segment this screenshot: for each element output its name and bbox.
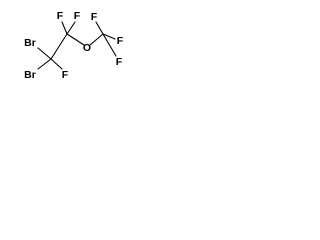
atom-f-top-left: F [57,10,64,22]
bond-c1-br-lower [37,58,52,70]
atom-f-lower: F [62,69,69,81]
bond-c1-br-upper [37,47,52,60]
bond-o-c3 [89,33,104,46]
bond-c3-f-bottom [102,33,117,57]
bond-c2-o [66,33,85,46]
bond-c1-c2 [50,33,68,60]
bond-c3-f-top [95,21,104,35]
atom-f-top-right: F [74,10,81,22]
atom-br-upper: Br [24,37,36,49]
atom-br-lower: Br [24,69,36,81]
atom-f-cf3-bottom: F [116,56,123,68]
structure-diagram: F F O F F F Br Br F [24,10,124,81]
atom-o-ether: O [83,42,91,54]
bond-c1-f-lower [50,58,63,70]
bond-c2-f-top-left [61,21,68,35]
atom-f-cf3-right: F [117,35,124,47]
bond-c3-f-right [102,33,116,40]
bond-c2-f-top-right [66,21,76,35]
atom-f-cf3-top: F [91,11,98,23]
